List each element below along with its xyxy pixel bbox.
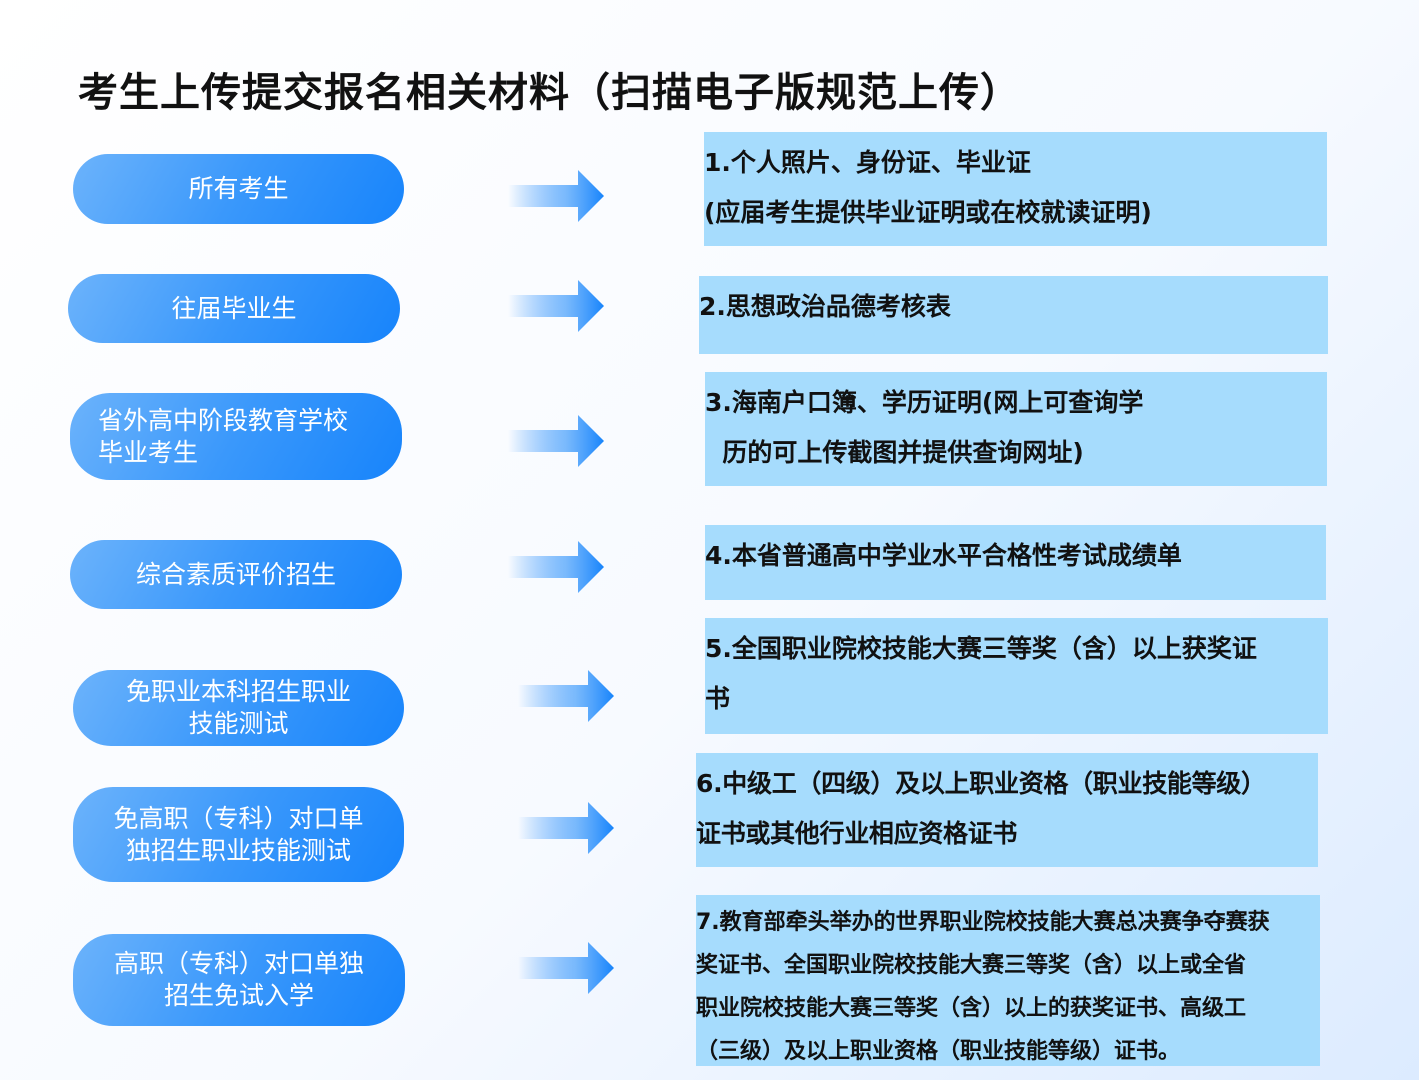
pill-line: 往届毕业生 (171, 293, 297, 323)
arrow-right-icon (518, 802, 614, 854)
material-box-4: 4.本省普通高中学业水平合格性考试成绩单 (705, 525, 1326, 600)
pill-line: 综合素质评价招生 (135, 559, 336, 589)
arrow-right-icon (518, 942, 614, 994)
category-pill-comprehensive: 综合素质评价招生 (70, 540, 402, 609)
material-line: 7.教育部牵头举办的世界职业院校技能大赛总决赛争夺赛获 (696, 910, 1270, 935)
pill-line: 高职（专科）对口单独 (113, 949, 364, 978)
arrow-right-icon (508, 170, 604, 222)
material-line: 书 (705, 684, 731, 713)
pill-line: 省外高中阶段教育学校 (98, 405, 349, 435)
material-line: 历的可上传截图并提供查询网址) (705, 438, 1084, 467)
material-line: 5.全国职业院校技能大赛三等奖（含）以上获奖证 (705, 634, 1257, 663)
arrow-right-icon (508, 280, 604, 332)
pill-line: 招生免试入学 (163, 981, 314, 1010)
arrow-right-icon (508, 541, 604, 593)
material-line: 证书或其他行业相应资格证书 (696, 819, 1018, 848)
category-pill-exempt-bachelor: 免职业本科招生职业技能测试 (73, 670, 404, 746)
material-box-5: 5.全国职业院校技能大赛三等奖（含）以上获奖证书 (705, 618, 1328, 734)
material-line: （三级）及以上职业资格（职业技能等级）证书。 (696, 1039, 1181, 1064)
pill-line: 所有考生 (188, 174, 289, 203)
material-line: 职业院校技能大赛三等奖（含）以上的获奖证书、高级工 (696, 996, 1247, 1021)
material-line: 3.海南户口簿、学历证明(网上可查询学 (705, 388, 1144, 417)
material-line: 2.思想政治品德考核表 (699, 292, 951, 321)
material-line: 1.个人照片、身份证、毕业证 (704, 148, 1031, 177)
pill-line: 免高职（专科）对口单 (113, 803, 364, 833)
page-title: 考生上传提交报名相关材料（扫描电子版规范上传） (78, 70, 1021, 116)
material-box-2: 2.思想政治品德考核表 (699, 276, 1328, 354)
pill-line: 独招生职业技能测试 (125, 835, 351, 865)
category-pill-past-graduates: 往届毕业生 (68, 274, 400, 343)
category-pill-out-of-province: 省外高中阶段教育学校毕业考生 (70, 393, 402, 480)
material-box-6: 6.中级工（四级）及以上职业资格（职业技能等级） 证书或其他行业相应资格证书 (696, 753, 1318, 867)
category-pill-exempt-vocational: 免高职（专科）对口单独招生职业技能测试 (73, 787, 404, 882)
material-box-3: 3.海南户口簿、学历证明(网上可查询学 历的可上传截图并提供查询网址) (705, 372, 1327, 486)
arrow-right-icon (518, 670, 614, 722)
pill-line: 技能测试 (188, 709, 289, 738)
material-box-1: 1.个人照片、身份证、毕业证 (应届考生提供毕业证明或在校就读证明) (704, 132, 1327, 246)
material-line: 奖证书、全国职业院校技能大赛三等奖（含）以上或全省 (696, 953, 1247, 978)
pill-line: 毕业考生 (98, 437, 199, 467)
material-line: 4.本省普通高中学业水平合格性考试成绩单 (705, 541, 1182, 570)
category-pill-direct-admission: 高职（专科）对口单独招生免试入学 (73, 934, 405, 1026)
category-pill-all: 所有考生 (73, 154, 404, 224)
pill-line: 免职业本科招生职业 (125, 677, 351, 706)
material-box-7: 7.教育部牵头举办的世界职业院校技能大赛总决赛争夺赛获奖证书、全国职业院校技能大… (696, 895, 1320, 1066)
material-line: (应届考生提供毕业证明或在校就读证明) (704, 198, 1152, 227)
material-line: 6.中级工（四级）及以上职业资格（职业技能等级） (696, 769, 1266, 798)
arrow-right-icon (508, 415, 604, 467)
